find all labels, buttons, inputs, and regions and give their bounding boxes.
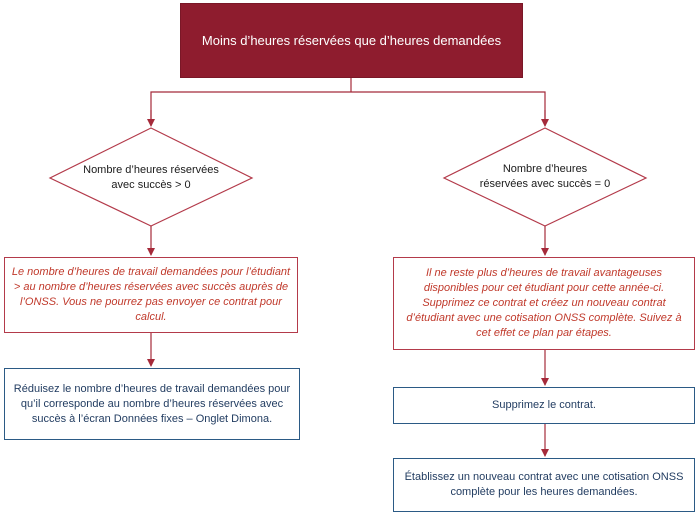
left-warning-box: Le nombre d’heures de travail demandées … xyxy=(4,257,298,333)
right-step-2-box: Établissez un nouveau contrat avec une c… xyxy=(393,458,695,512)
right-step-2-text: Établissez un nouveau contrat avec une c… xyxy=(404,471,684,498)
left-action-box: Réduisez le nombre d’heures de travail d… xyxy=(4,368,300,440)
left-decision-label: Nombre d’heures réservées avec succès > … xyxy=(80,152,222,204)
right-step-1-text: Supprimez le contrat. xyxy=(492,399,596,411)
left-action-text: Réduisez le nombre d’heures de travail d… xyxy=(13,382,291,425)
connector-start-split xyxy=(150,91,546,124)
start-node: Moins d’heures réservées que d’heures de… xyxy=(180,3,523,78)
left-decision-text: Nombre d’heures réservées avec succès > … xyxy=(83,164,219,191)
left-warning-text: Le nombre d’heures de travail demandées … xyxy=(11,266,291,323)
right-decision-label: Nombre d’heures réservées avec succès = … xyxy=(478,150,612,204)
right-warning-box: Il ne reste plus d’heures de travail ava… xyxy=(393,257,695,350)
right-warning-text: Il ne reste plus d’heures de travail ava… xyxy=(406,267,682,339)
right-decision-text: Nombre d’heures réservées avec succès = … xyxy=(479,163,611,190)
right-step-1-box: Supprimez le contrat. xyxy=(393,387,695,424)
start-node-label: Moins d’heures réservées que d’heures de… xyxy=(201,33,502,48)
